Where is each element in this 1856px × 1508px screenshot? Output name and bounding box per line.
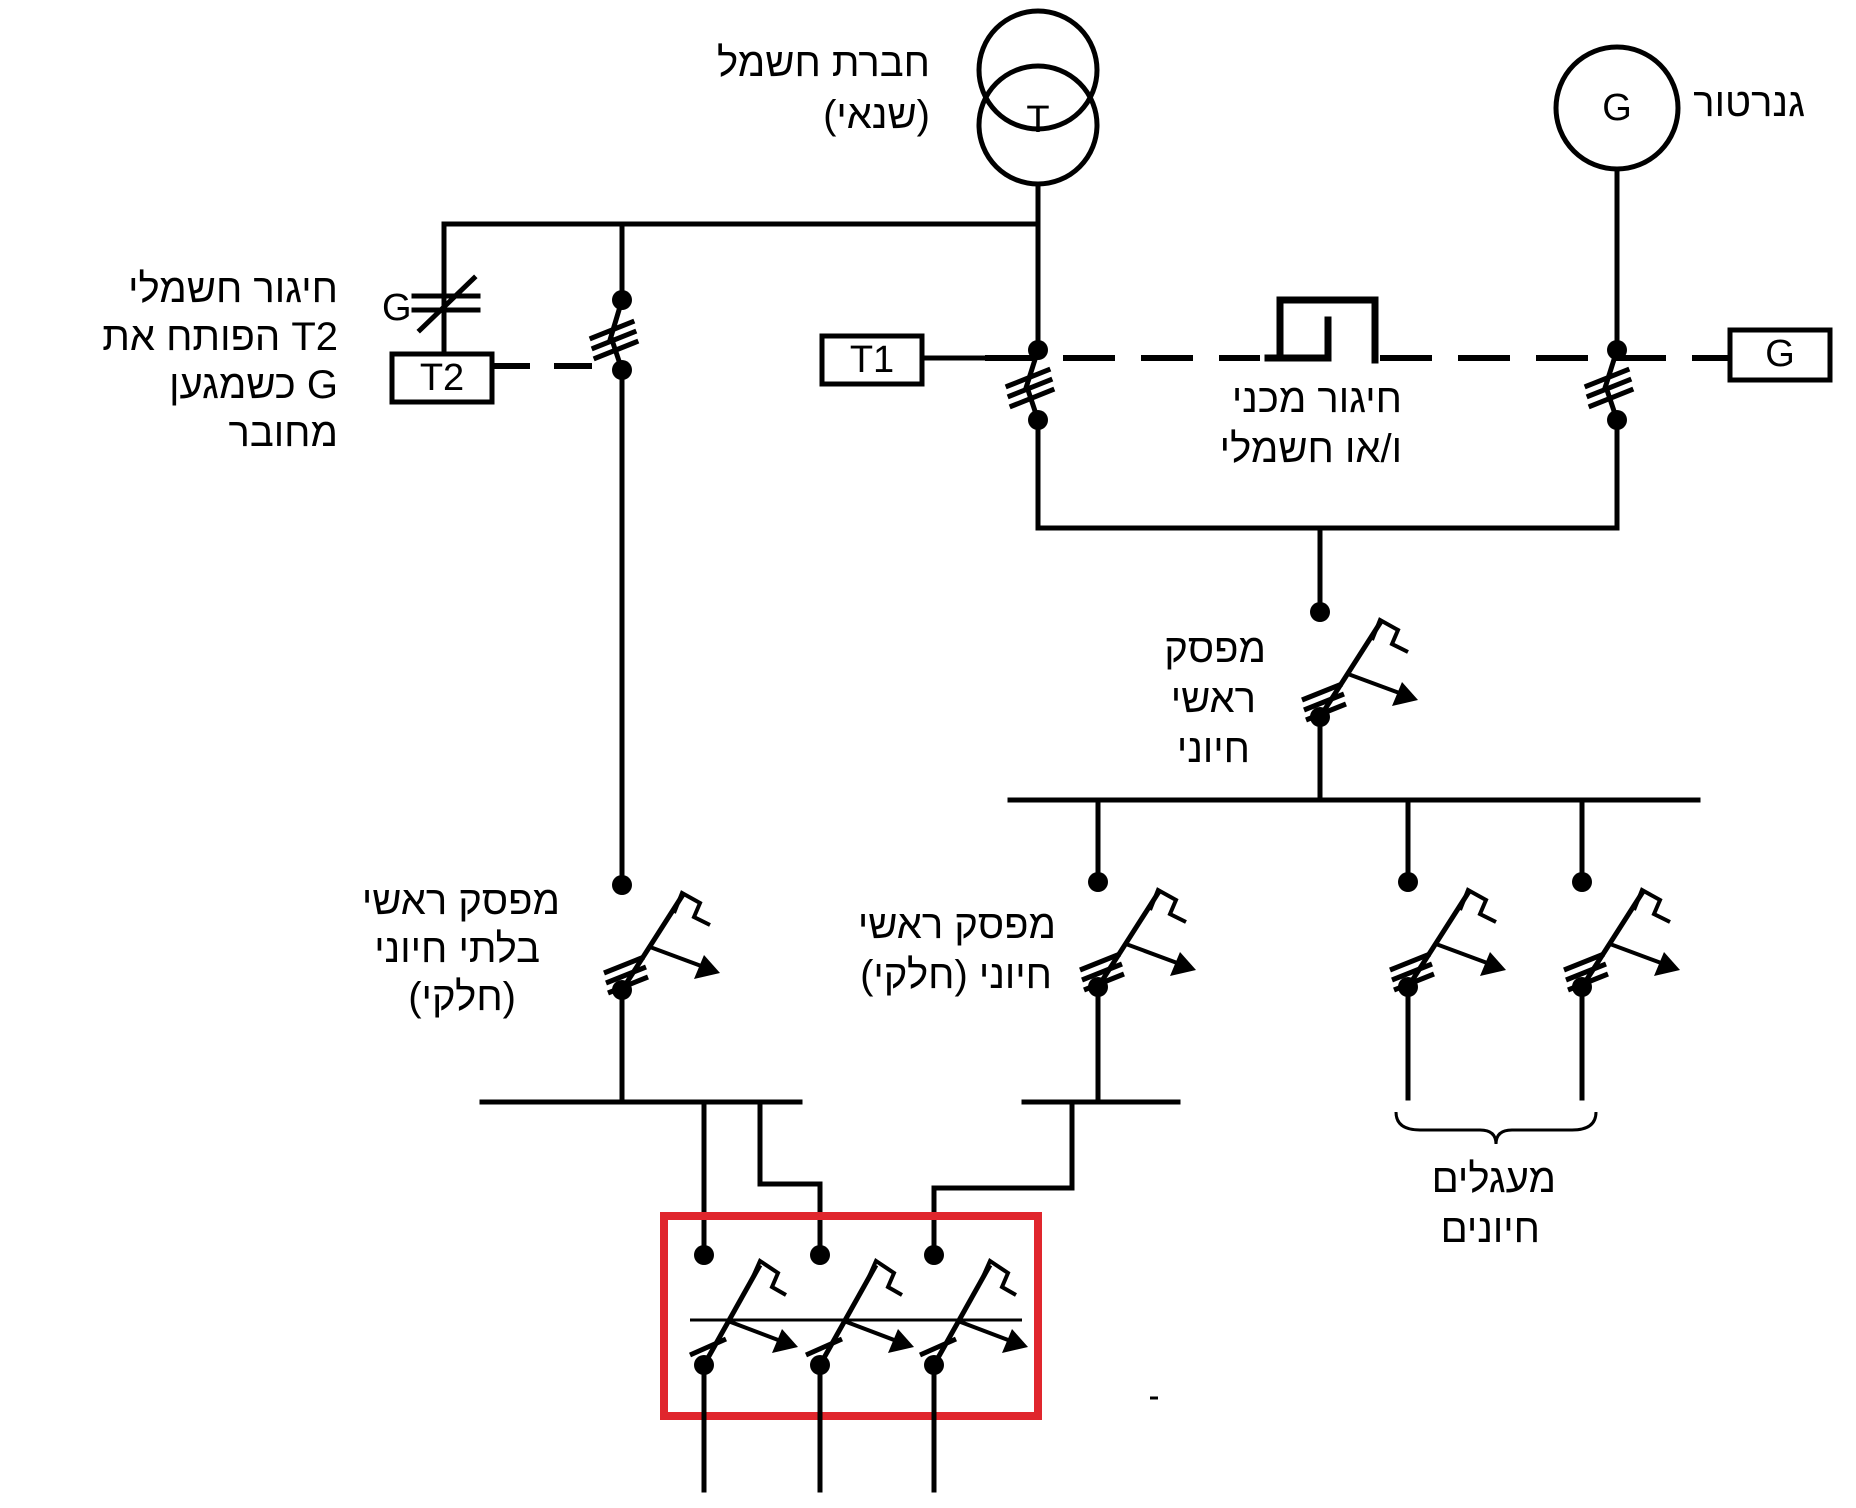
g-contactor: G [1727, 327, 1833, 383]
three-pole-breaker [688, 1245, 1028, 1493]
generator-symbol: G [1553, 44, 1681, 172]
main-essential-breaker [1302, 602, 1418, 727]
essential-circuit-breaker-1 [1390, 872, 1506, 997]
essential-circuit-breaker-2 [1564, 872, 1680, 997]
interlock-g-letter: G [382, 287, 412, 329]
electrical-interlock-label-line2: הפותח את T2 [102, 315, 338, 359]
essential-circuits-label-line2: חיונים [1441, 1207, 1540, 1251]
t1-contactor: T1 [819, 333, 988, 387]
t2-label: T2 [420, 357, 464, 399]
main-essential-partial-label-line2: חיוני (חלקי) [860, 953, 1052, 997]
three-pole-breaker-highlight [660, 1212, 1042, 1420]
t2-contact [588, 290, 640, 380]
main-essential-label-line1: מפסק [1164, 627, 1266, 671]
g-contactor-label: G [1765, 333, 1795, 375]
electrical-interlock-label-line3: כשמגען G [169, 363, 338, 407]
t2-interlock-contact [411, 274, 481, 334]
utility-label-line2: (שנאי) [823, 93, 930, 137]
essential-circuits-label-line1: מעגלים [1432, 1157, 1556, 1201]
mechanical-interlock [985, 296, 1730, 364]
main-essential-partial-breaker [1080, 872, 1196, 997]
main-nonessential-label-line1: מפסק ראשי [362, 879, 560, 923]
main-essential-label-line2: ראשי [1171, 677, 1256, 721]
t1-contact [1004, 340, 1056, 430]
three-pole-feeders [701, 1099, 1075, 1258]
mech-interlock-label-line1: חיגור מכני [1232, 377, 1402, 421]
main-essential-label-line3: חיוני [1177, 727, 1250, 771]
generator-label: גנרטור [1693, 81, 1805, 125]
main-essential-partial-label-line1: מפסק ראשי [858, 903, 1056, 947]
upper-wiring [441, 167, 1620, 888]
mech-interlock-label-line2: ו/או חשמלי [1220, 427, 1402, 471]
t2-contactor: T2 [389, 351, 612, 405]
main-nonessential-label-line3: (חלקי) [408, 975, 516, 1019]
transformer-symbol: T [976, 8, 1100, 187]
main-nonessential-label-line2: בלתי חיוני [374, 927, 540, 971]
g-contact [1583, 340, 1635, 430]
transformer-letter: T [1026, 99, 1049, 141]
main-nonessential-breaker [604, 875, 720, 1000]
t1-label: T1 [850, 339, 894, 381]
generator-letter: G [1602, 87, 1632, 129]
essential-circuits-brace [1394, 1111, 1598, 1145]
electrical-interlock-label-line4: מחובר [229, 411, 339, 455]
electrical-interlock-label-line1: חיגור חשמלי [128, 267, 338, 311]
utility-label-line1: חברת חשמל [717, 41, 930, 85]
